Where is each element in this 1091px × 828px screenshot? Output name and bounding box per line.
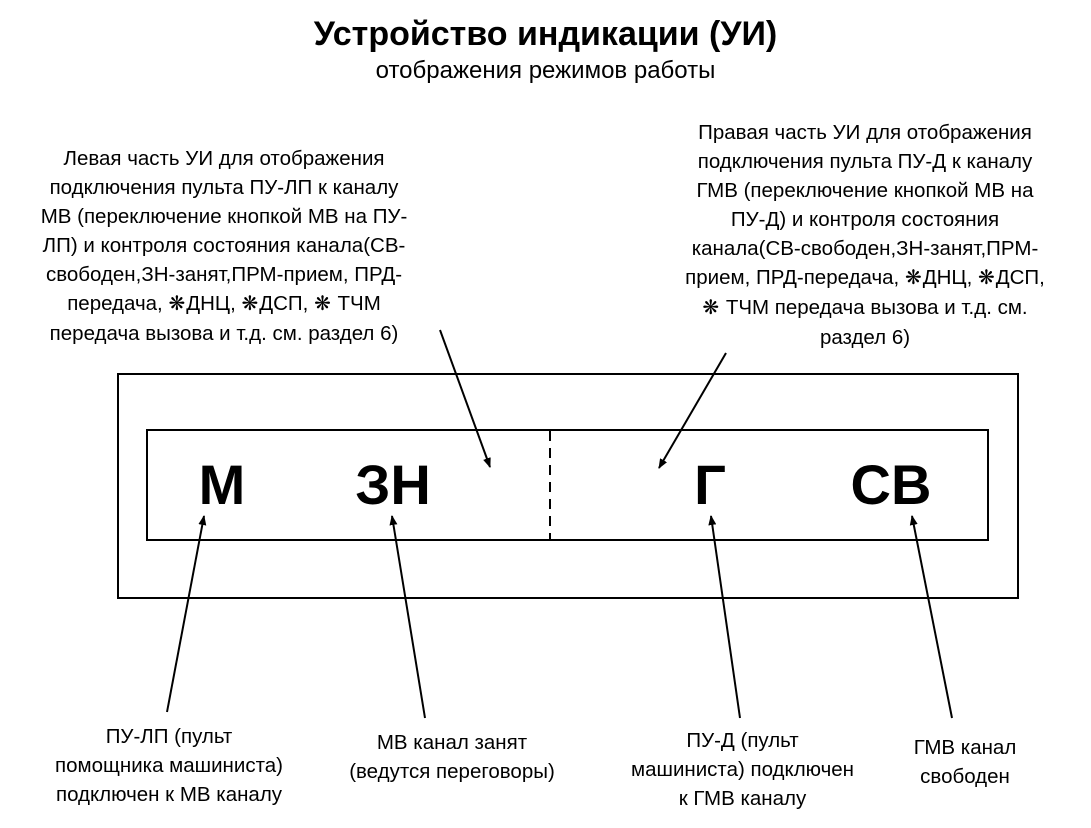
right-desc-line: ПУ-Д) и контроля состояния	[730, 208, 1000, 231]
left-desc-line: ЛП) и контроля состояния канала(СВ-	[42, 234, 406, 257]
label-line: ПУ-Д (пульт	[686, 729, 799, 752]
pu-lp-label: ПУ-ЛП (пульт помощника машиниста) подклю…	[14, 722, 324, 809]
display-char-m: М	[198, 453, 246, 516]
mv-busy-label: МВ канал занят (ведутся переговоры)	[312, 728, 592, 786]
gmv-free-label: ГМВ канал свободен	[890, 733, 1040, 791]
right-desc-text: ТЧМ передача вызова и т.д. см.	[720, 296, 1028, 319]
label-line: подключен к МВ каналу	[55, 783, 283, 806]
left-desc-text: ДНЦ,	[186, 292, 242, 315]
right-desc-line: канала(СВ-свободен,ЗН-занят,ПРМ-	[691, 237, 1039, 260]
left-desc-line: Левая часть УИ для отображения	[63, 147, 385, 170]
label-line: свободен	[920, 765, 1010, 788]
label-line: ПУ-ЛП (пульт	[105, 725, 233, 748]
left-desc-text: ДСП,	[259, 292, 315, 315]
diagram-title: Устройство индикации (УИ)	[313, 15, 778, 53]
label-line: ГМВ канал	[913, 736, 1017, 759]
left-part-description: Левая часть УИ для отображения подключен…	[2, 144, 446, 348]
left-desc-line: передача вызова и т.д. см. раздел 6)	[49, 322, 399, 345]
right-description-arrow	[658, 352, 727, 469]
asterisk-icon: ❋	[314, 293, 331, 315]
left-desc-text: передача,	[67, 292, 169, 315]
asterisk-icon: ❋	[241, 293, 259, 315]
label-line: помощника машиниста)	[55, 754, 283, 777]
left-desc-text: ТЧМ	[331, 292, 381, 315]
asterisk-icon: ❋	[702, 297, 720, 319]
left-description-arrow	[439, 329, 491, 468]
display-char-sv: СВ	[850, 453, 932, 516]
right-desc-line: Правая часть УИ для отображения	[698, 121, 1032, 144]
left-desc-line: МВ (переключение кнопкой МВ на ПУ-	[40, 205, 408, 228]
right-desc-line: ГМВ (переключение кнопкой МВ на	[696, 179, 1034, 202]
display-char-g: Г	[694, 453, 726, 516]
asterisk-icon: ❋	[977, 267, 995, 289]
pu-d-arrow	[708, 515, 741, 719]
left-desc-line: свободен,ЗН-занят,ПРМ-прием, ПРД-	[45, 263, 403, 286]
right-desc-line: подключения пульта ПУ-Д к каналу	[697, 150, 1033, 173]
left-desc-line: подключения пульта ПУ-ЛП к каналу	[49, 176, 399, 199]
right-desc-text: ДНЦ,	[922, 266, 978, 289]
pu-d-label: ПУ-Д (пульт машиниста) подключен к ГМВ к…	[600, 726, 885, 813]
right-desc-text: прием, ПРД-передача,	[685, 266, 905, 289]
right-desc-text: ДСП,	[995, 266, 1045, 289]
display-char-zn: ЗН	[355, 453, 431, 516]
right-desc-line: раздел 6)	[819, 326, 911, 349]
asterisk-icon: ❋	[904, 267, 922, 289]
left-desc-line: передача, ❋ДНЦ, ❋ДСП, ❋ ТЧМ	[2, 289, 446, 319]
display-window	[146, 429, 989, 541]
mv-busy-arrow	[389, 515, 426, 719]
right-desc-line: прием, ПРД-передача, ❋ДНЦ, ❋ДСП,	[640, 263, 1090, 293]
diagram-subtitle: отображения режимов работы	[375, 57, 716, 84]
pu-lp-arrow	[166, 515, 207, 713]
outer-frame	[117, 373, 1019, 599]
gmv-free-arrow	[909, 515, 953, 719]
label-line: МВ канал занят	[376, 731, 528, 754]
label-line: к ГМВ каналу	[678, 787, 807, 810]
asterisk-icon: ❋	[168, 293, 186, 315]
right-part-description: Правая часть УИ для отображения подключе…	[640, 118, 1090, 352]
label-line: машиниста) подключен	[631, 758, 854, 781]
right-desc-line: ❋ ТЧМ передача вызова и т.д. см.	[640, 293, 1090, 323]
label-line: (ведутся переговоры)	[349, 760, 555, 783]
